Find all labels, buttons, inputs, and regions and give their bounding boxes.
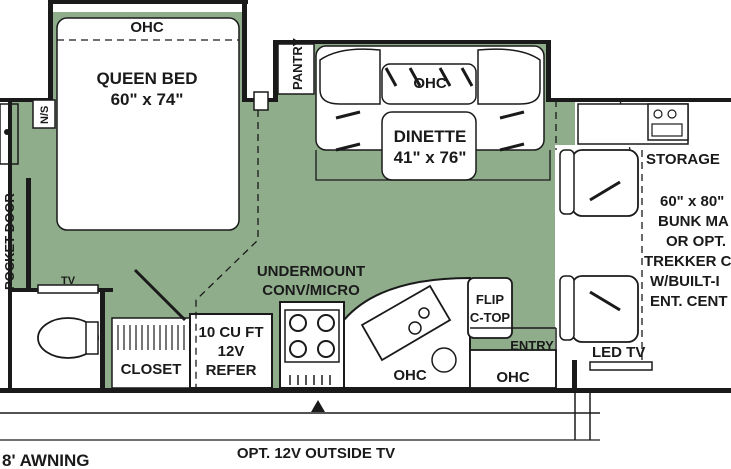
bath-tv (37, 284, 99, 294)
flip-countertop (467, 277, 513, 339)
bath-tv-label: TV (61, 275, 76, 287)
ns-label: N/S (39, 106, 51, 124)
refer-label-2: 12V (218, 343, 245, 360)
refer-label-3: REFER (206, 362, 257, 379)
bunk-label-3: OR OPT. (666, 233, 726, 250)
undermount-label: UNDERMOUNT (257, 263, 365, 280)
pantry (277, 43, 315, 95)
bunk-label-2: BUNK MA (658, 213, 729, 230)
dinette-size: 41" x 76" (394, 148, 467, 167)
dinette-ohc-label: OHC (413, 75, 447, 92)
bed-ohc-label: OHC (130, 19, 164, 36)
awning-label: 8' AWNING (2, 451, 89, 469)
flip-top-label-1: FLIP (476, 292, 504, 307)
microwave-label: CONV/MICRO (262, 282, 360, 299)
bunk-label-4: TREKKER C (644, 253, 731, 270)
led-tv (589, 361, 653, 371)
nightstand (32, 99, 56, 129)
queen-bed-size: 60" x 74" (111, 90, 184, 109)
bunk-label-5: W/BUILT-I (650, 273, 720, 290)
dinette-label: DINETTE (394, 127, 467, 146)
awning (0, 393, 600, 413)
flip-top-label-2: C-TOP (470, 310, 511, 325)
pantry-label: PANTRY (290, 38, 305, 90)
entry-ohc-label: OHC (496, 369, 530, 386)
bunk-seat-upper (571, 149, 639, 217)
storage-label: STORAGE (646, 151, 720, 168)
bunk-seat-lower (571, 275, 639, 343)
closet-label: CLOSET (121, 361, 182, 378)
entry-arrow-icon (311, 400, 325, 412)
refrigerator (189, 313, 273, 389)
bunk-label-6: ENT. CENT (650, 293, 728, 310)
queen-bed (56, 17, 240, 231)
sink-ohc-label: OHC (393, 367, 427, 384)
bunk-size: 60" x 80" (660, 193, 724, 210)
refer-label-1: 10 CU FT (198, 324, 263, 341)
queen-bed-label: QUEEN BED (96, 69, 197, 88)
pocket-door-label: POCKET DOOR (2, 193, 17, 290)
outside-tv-label: OPT. 12V OUTSIDE TV (237, 445, 395, 462)
led-tv-label: LED TV (592, 344, 645, 361)
entry-label: ENTRY (510, 338, 554, 353)
